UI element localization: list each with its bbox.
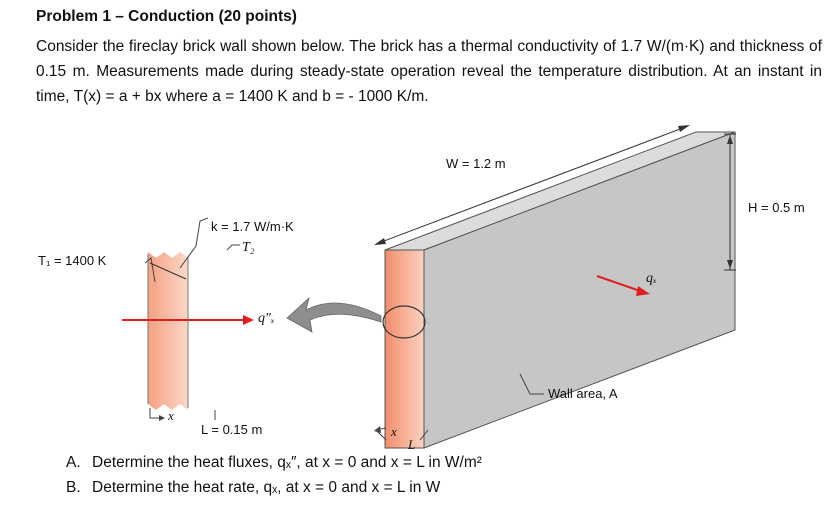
length-label: L = 0.15 m: [201, 422, 263, 437]
temperature-profile: [149, 262, 187, 280]
problem-title: Problem 1 – Conduction (20 points): [36, 8, 297, 25]
t2-leader: [226, 244, 240, 251]
question-b-letter: B.: [66, 479, 81, 496]
question-a: A. Determine the heat fluxes, qₓ″, at x =…: [66, 454, 482, 472]
heat-rate-arrow: [596, 275, 641, 292]
k-leader: [179, 217, 209, 269]
problem-statement: Consider the fireclay brick wall shown b…: [36, 38, 822, 105]
x-wall-label: x: [391, 424, 397, 439]
face-ellipse: [382, 305, 426, 339]
area-leader: [519, 373, 544, 395]
t1-label: T₁ = 1400 K: [38, 253, 107, 268]
t2-label: T₂: [242, 240, 255, 255]
l-wall-label: L: [408, 437, 416, 452]
flux-label: q″ₓ: [258, 311, 275, 326]
l-leader-wall: [419, 429, 429, 441]
heat-rate-label: qₓ: [646, 271, 657, 286]
conductivity-label: k = 1.7 W/m·K: [211, 219, 294, 234]
question-a-letter: A.: [66, 454, 81, 471]
small-slab: [148, 252, 188, 410]
width-dimension: [375, 125, 689, 245]
question-a-text: Determine the heat fluxes, qₓ″, at x = 0…: [92, 454, 482, 471]
question-b-text: Determine the heat rate, qₓ, at x = 0 an…: [92, 479, 441, 496]
width-label: W = 1.2 m: [446, 156, 506, 171]
height-label: H = 0.5 m: [748, 200, 805, 215]
x-small-label: x: [168, 408, 174, 423]
t1-leader: [144, 257, 156, 283]
wall-area-label: Wall area, A: [548, 386, 618, 401]
gray-arrow: [286, 296, 382, 333]
x-axis-small: [149, 408, 162, 419]
question-b: B. Determine the heat rate, qₓ, at x = 0 …: [66, 479, 440, 497]
wall-front-face: [384, 249, 425, 449]
